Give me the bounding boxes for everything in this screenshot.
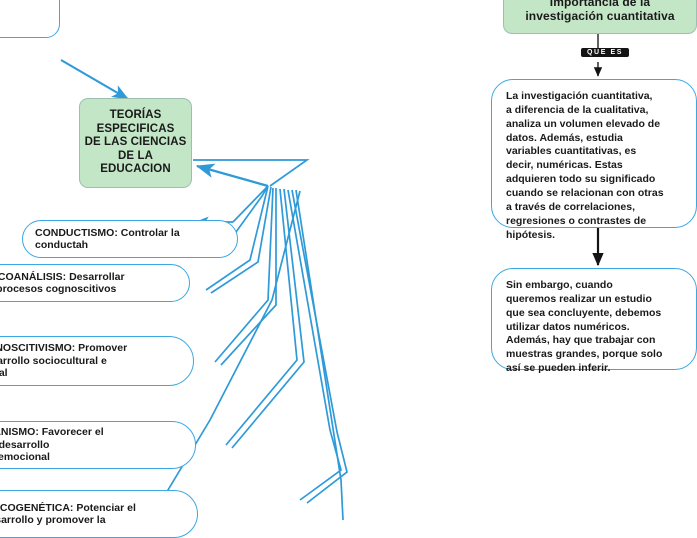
theory-item-label: CONDUCTISMO: Controlar la conductah (35, 226, 180, 251)
theory-item-cognoscitivismo[interactable]: OGNOSCITIVISMO: Promover desarrollo soci… (0, 336, 194, 386)
right-title-label: Importancia de la investigación cuantita… (525, 0, 675, 23)
clipped-top-node-label: as o, icas de n (0, 0, 59, 32)
arrow-diagonal-icon (60, 59, 129, 100)
right-paragraph-2[interactable]: Sin embargo, cuando queremos realizar un… (491, 268, 697, 374)
clipped-top-node[interactable]: as o, icas de n (0, 0, 60, 38)
theory-item-conductismo[interactable]: CONDUCTISMO: Controlar la conductah (22, 220, 238, 258)
theory-item-label: PSICOGENÉTICA: Potenciar el desarrollo y… (0, 501, 136, 526)
right-paragraph-2-text: Sin embargo, cuando queremos realizar un… (506, 279, 663, 375)
theory-item-psicoanalisis[interactable]: PSICOANÁLISIS: Desarrollar os procesos c… (0, 264, 190, 302)
theory-item-psicogenetica[interactable]: PSICOGENÉTICA: Potenciar el desarrollo y… (0, 490, 198, 538)
right-paragraph-1-text: La investigación cuantitativa, a diferen… (506, 90, 664, 241)
connector-badge-label: QUE ES (587, 49, 624, 56)
central-node-teorias[interactable]: TEORÍAS ESPECIFICAS DE LAS CIENCIAS DE L… (79, 98, 192, 188)
theory-item-label: OGNOSCITIVISMO: Promover desarrollo soci… (0, 342, 128, 380)
theory-item-label: PSICOANÁLISIS: Desarrollar os procesos c… (0, 270, 125, 295)
central-node-label: TEORÍAS ESPECIFICAS DE LAS CIENCIAS DE L… (84, 109, 187, 176)
right-paragraph-1[interactable]: La investigación cuantitativa, a diferen… (491, 79, 697, 241)
right-title-node[interactable]: Importancia de la investigación cuantita… (503, 0, 697, 34)
theory-item-label: UMANISMO: Favorecer el ano desarrollo si… (0, 426, 104, 464)
theory-item-humanismo[interactable]: UMANISMO: Favorecer el ano desarrollo si… (0, 421, 196, 469)
connector-badge-que-es[interactable]: QUE ES (581, 48, 630, 57)
